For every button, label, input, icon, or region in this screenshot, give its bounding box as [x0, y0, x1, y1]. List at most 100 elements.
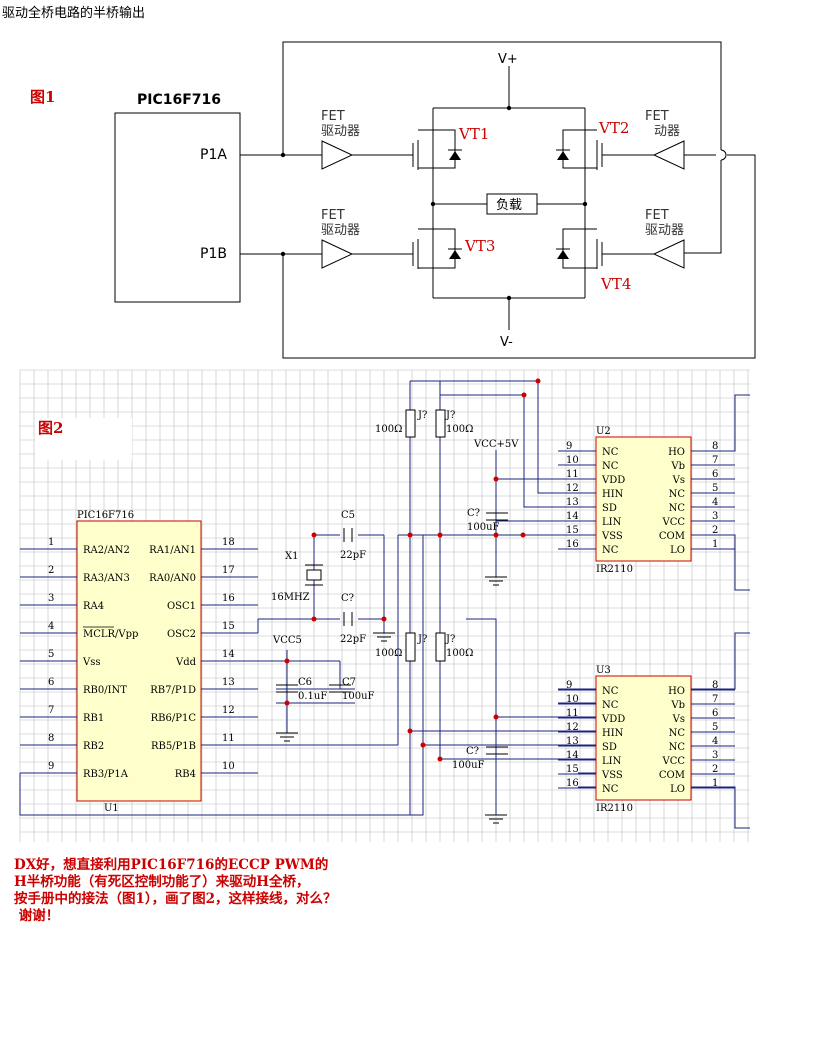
u1-pin-name: RA0/AN0	[149, 573, 196, 584]
ir-pin-num: 4	[712, 497, 718, 508]
u1-pin-name: MCLR/Vpp	[83, 629, 138, 640]
u3-part: IR2110	[596, 803, 633, 814]
ir-pin-num: 1	[712, 539, 718, 550]
j-label-2: J?	[445, 410, 455, 421]
ir-pin-num: 12	[566, 483, 579, 494]
ir-pin-name: VCC	[661, 756, 685, 767]
mosfet-vt4	[556, 228, 603, 269]
u1-pin-name: RB1	[83, 713, 104, 724]
c-top-label: C?	[467, 508, 480, 519]
ir-pin-name: VSS	[601, 531, 623, 542]
schematic-grid	[19, 369, 750, 842]
u1-pin-name: RA2/AN2	[83, 545, 130, 556]
u2-part: IR2110	[596, 564, 633, 575]
ir-pin-num: 6	[712, 469, 718, 480]
ir-pin-num: 13	[566, 497, 579, 508]
c5-label: C5	[341, 510, 355, 521]
ir-pin-num: 14	[566, 511, 579, 522]
u1-pin-num: 5	[48, 649, 54, 660]
fig1-mcu-box	[114, 112, 241, 303]
ir-pin-num: 3	[712, 511, 718, 522]
u3-ref: U3	[596, 665, 611, 676]
ir-pin-num: 10	[566, 455, 579, 466]
fig1-mcu-name: PIC16F716	[137, 92, 221, 108]
ir-pin-name: HO	[668, 686, 685, 697]
driver-label-4: 驱动器	[645, 223, 684, 238]
p1a-label: P1A	[200, 147, 227, 163]
ir-pin-name: HO	[668, 447, 685, 458]
u1-title: PIC16F716	[77, 510, 134, 521]
x1-label: X1	[285, 551, 298, 562]
u1-pin-name: RB7/P1D	[150, 685, 196, 696]
driver-label-3: 驱动器	[321, 223, 360, 238]
ir-pin-num: 16	[566, 778, 579, 789]
ir-pin-name: COM	[659, 770, 685, 781]
fet-label-2: FET	[645, 109, 669, 124]
ir-pin-name: SD	[602, 503, 617, 514]
fet-driver-4	[652, 239, 685, 269]
ground-symbols	[276, 576, 507, 824]
u1-pin-num: 13	[222, 677, 235, 688]
vplus-label: V+	[498, 52, 518, 67]
r1-value: 100Ω	[375, 424, 402, 435]
u1-pin-name: RB0/INT	[83, 685, 127, 696]
ir-pin-name: LIN	[602, 517, 622, 528]
driver-label-1: 驱动器	[321, 124, 360, 139]
ir-pin-num: 13	[566, 736, 579, 747]
ir-pin-name: VDD	[601, 475, 625, 486]
ir-pin-name: NC	[602, 700, 619, 711]
load-box	[486, 193, 538, 215]
cq-value: 22pF	[340, 634, 366, 645]
ir-pin-name: NC	[602, 447, 619, 458]
vt1-label: VT1	[458, 125, 489, 143]
fig2-label: 图2	[38, 419, 63, 437]
resistor-4	[435, 632, 446, 662]
mosfet-vt1	[412, 129, 462, 170]
ir-pin-name: Vs	[672, 714, 685, 725]
u1-pin-num: 8	[48, 733, 54, 744]
j-label-3: J?	[417, 634, 427, 645]
c7-value: 100uF	[342, 691, 375, 702]
ir-pin-name: LO	[670, 545, 685, 556]
fet-label-3: FET	[321, 208, 345, 223]
ir-pin-name: NC	[669, 728, 686, 739]
ir-pin-name: SD	[602, 742, 617, 753]
u1-pin-num: 16	[222, 593, 235, 604]
ir-pin-name: NC	[669, 742, 686, 753]
ir-pin-num: 14	[566, 750, 579, 761]
ir-pin-num: 11	[566, 469, 579, 480]
u1-pin-num: 4	[48, 621, 54, 632]
ir-pin-num: 1	[712, 778, 718, 789]
u1-pin-name: RA4	[83, 601, 104, 612]
ir-pin-name: NC	[602, 784, 619, 795]
u1-pin-num: 3	[48, 593, 54, 604]
r3-value: 100Ω	[375, 648, 402, 659]
c7-label: C7	[342, 677, 356, 688]
vt4-label: VT4	[600, 275, 631, 293]
ir-pin-num: 16	[566, 539, 579, 550]
u1-chip	[76, 520, 202, 802]
ir-pin-name: NC	[602, 461, 619, 472]
u1-pin-num: 10	[222, 761, 235, 772]
ir-pin-num: 3	[712, 750, 718, 761]
u1-pin-num: 12	[222, 705, 235, 716]
ir-pin-num: 9	[566, 680, 572, 691]
u1-pin-name: Vdd	[175, 657, 197, 668]
ir-pin-name: Vb	[670, 461, 685, 472]
x1-value: 16MHZ	[271, 592, 310, 603]
ir-pin-num: 9	[566, 441, 572, 452]
u1-pin-name: RB3/P1A	[83, 769, 129, 780]
ir-pin-name: COM	[659, 531, 685, 542]
cq-label: C?	[341, 593, 354, 604]
u1-pin-name: RB6/P1C	[151, 713, 197, 724]
u1-pin-name: RB4	[175, 769, 196, 780]
c6-value: 0.1uF	[298, 691, 327, 702]
ir-pin-num: 7	[712, 455, 718, 466]
ir-pin-num: 5	[712, 722, 718, 733]
ir-pin-name: NC	[602, 686, 619, 697]
vcc5-label: VCC5	[272, 635, 302, 646]
question-text: DX好，想直接利用PIC16F716的ECCP PWM的 H半桥功能（有死区控制…	[14, 857, 337, 924]
c-top-value: 100uF	[467, 522, 500, 533]
p1b-label: P1B	[200, 246, 227, 262]
u1-pin-name: RA1/AN1	[149, 545, 196, 556]
